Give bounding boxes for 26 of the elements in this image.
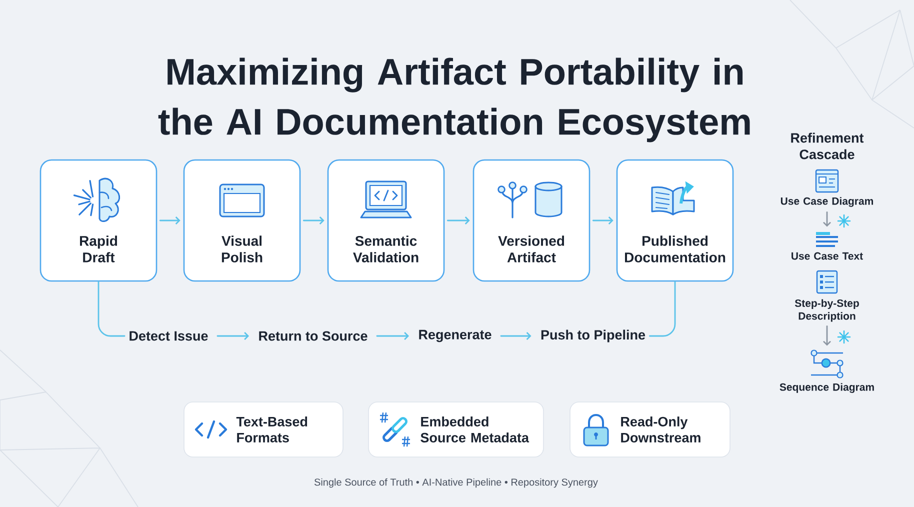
arrow <box>216 332 250 340</box>
feature-card: Read-Only Downstream <box>570 402 730 458</box>
step-label: Regenerate <box>419 330 492 342</box>
process-box: Rapid Draft <box>40 159 158 282</box>
arrow <box>823 212 831 227</box>
feature-card: Text-Based Formats <box>184 402 344 458</box>
arrow <box>159 216 180 224</box>
caption: Single Source of Truth • AI-Native Pipeline • Repository Synergy <box>314 478 598 488</box>
step-label: Sequence Diagram <box>780 383 874 393</box>
step-label: Use Case Text <box>792 252 863 260</box>
arrow <box>500 332 532 340</box>
step-label: Step-by-Step Description <box>794 299 859 322</box>
step-label: Use Case Diagram <box>780 197 873 207</box>
title: Maximizing Artifact Portability in the AI Documentation Ecosystem <box>158 58 750 142</box>
feature-card: Embedded Source Metadata <box>368 402 544 458</box>
process-box: Versioned Artifact <box>472 159 590 282</box>
step-label: Push to Pipeline <box>541 330 646 342</box>
arrow <box>376 332 410 340</box>
step-label: Detect Issue <box>130 331 208 341</box>
process-box: Published Documentation <box>616 159 734 282</box>
arrow <box>823 326 831 346</box>
step-label: Return to Source <box>259 331 368 341</box>
arrow <box>592 216 614 224</box>
arrow <box>446 216 470 224</box>
arrow <box>302 216 324 224</box>
section-heading: Refinement Cascade <box>791 132 864 160</box>
